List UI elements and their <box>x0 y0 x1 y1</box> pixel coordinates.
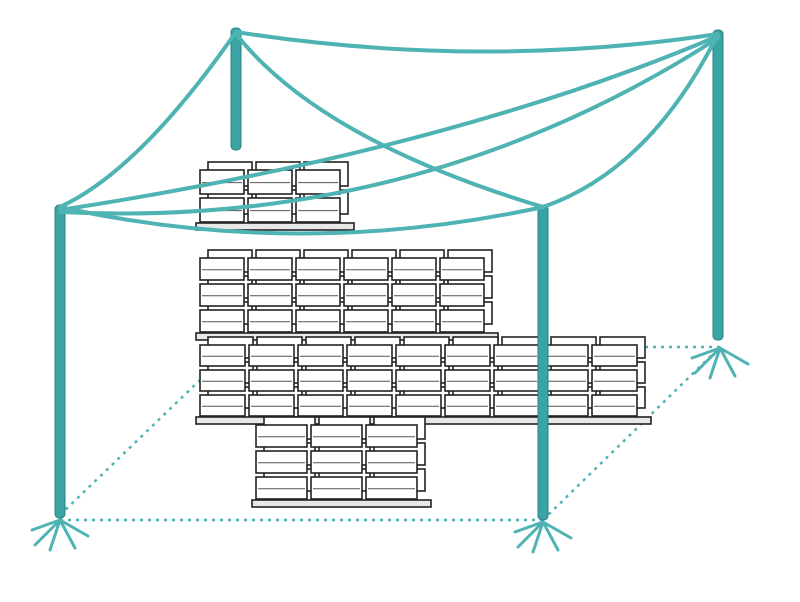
pole-front-right <box>537 204 549 521</box>
crate <box>295 169 341 195</box>
crate <box>343 283 389 307</box>
pole-back-left <box>230 27 242 151</box>
crate <box>199 344 246 367</box>
crate <box>310 476 363 500</box>
crate <box>255 424 308 448</box>
poles <box>54 27 724 521</box>
ground-stake-icon <box>513 520 573 554</box>
crate <box>310 424 363 448</box>
rope-diagonal-2 <box>58 34 720 212</box>
pole-front-left <box>54 204 66 519</box>
crate <box>542 394 589 417</box>
crate <box>248 344 295 367</box>
crate <box>247 283 293 307</box>
crate <box>444 394 491 417</box>
crate <box>444 344 491 367</box>
crate <box>199 369 246 392</box>
ground-stake-icon <box>690 346 750 380</box>
crate-stacks <box>195 161 652 508</box>
crate <box>542 369 589 392</box>
crate <box>395 344 442 367</box>
crate <box>439 283 485 307</box>
crate <box>346 394 393 417</box>
crate <box>297 344 344 367</box>
rope-back <box>234 30 720 54</box>
crate <box>439 309 485 333</box>
crate <box>395 394 442 417</box>
crate <box>310 450 363 474</box>
rope-diagonal-3 <box>58 36 720 216</box>
crate-stack-middle <box>195 249 499 341</box>
crate <box>493 344 540 367</box>
crate <box>391 283 437 307</box>
rope-diagonal-1 <box>234 32 545 209</box>
crate <box>247 257 293 281</box>
crate <box>591 394 638 417</box>
pole-back-right <box>712 29 724 341</box>
rope-left <box>58 30 238 209</box>
crate <box>493 394 540 417</box>
crate <box>295 309 341 333</box>
crate <box>439 257 485 281</box>
crate <box>395 369 442 392</box>
crate <box>247 309 293 333</box>
crate <box>343 309 389 333</box>
crate <box>365 424 418 448</box>
crate <box>346 369 393 392</box>
crate <box>199 309 245 333</box>
crate <box>493 369 540 392</box>
crate-stack-bottom <box>195 336 652 425</box>
crate <box>255 476 308 500</box>
crate <box>346 344 393 367</box>
ground-outline <box>30 345 750 554</box>
rope-front <box>58 205 545 236</box>
crate <box>248 394 295 417</box>
rope-right <box>541 32 720 209</box>
crate <box>542 344 589 367</box>
crate <box>391 257 437 281</box>
crate <box>297 394 344 417</box>
crate <box>365 450 418 474</box>
crate <box>295 257 341 281</box>
crate <box>391 309 437 333</box>
crate <box>591 344 638 367</box>
net-ropes <box>58 30 720 236</box>
ground-stake-icon <box>30 518 90 552</box>
crate <box>591 369 638 392</box>
crate <box>248 369 295 392</box>
crate <box>297 369 344 392</box>
ground-line-left <box>59 379 201 516</box>
crate <box>365 476 418 500</box>
crate <box>199 283 245 307</box>
crate <box>255 450 308 474</box>
crate <box>199 257 245 281</box>
crate <box>199 394 246 417</box>
crate <box>343 257 389 281</box>
crate <box>295 283 341 307</box>
crate-stack-front <box>251 416 432 508</box>
pallet <box>251 499 432 508</box>
ground-line-right <box>542 346 721 521</box>
crate <box>295 197 341 223</box>
crate <box>444 369 491 392</box>
